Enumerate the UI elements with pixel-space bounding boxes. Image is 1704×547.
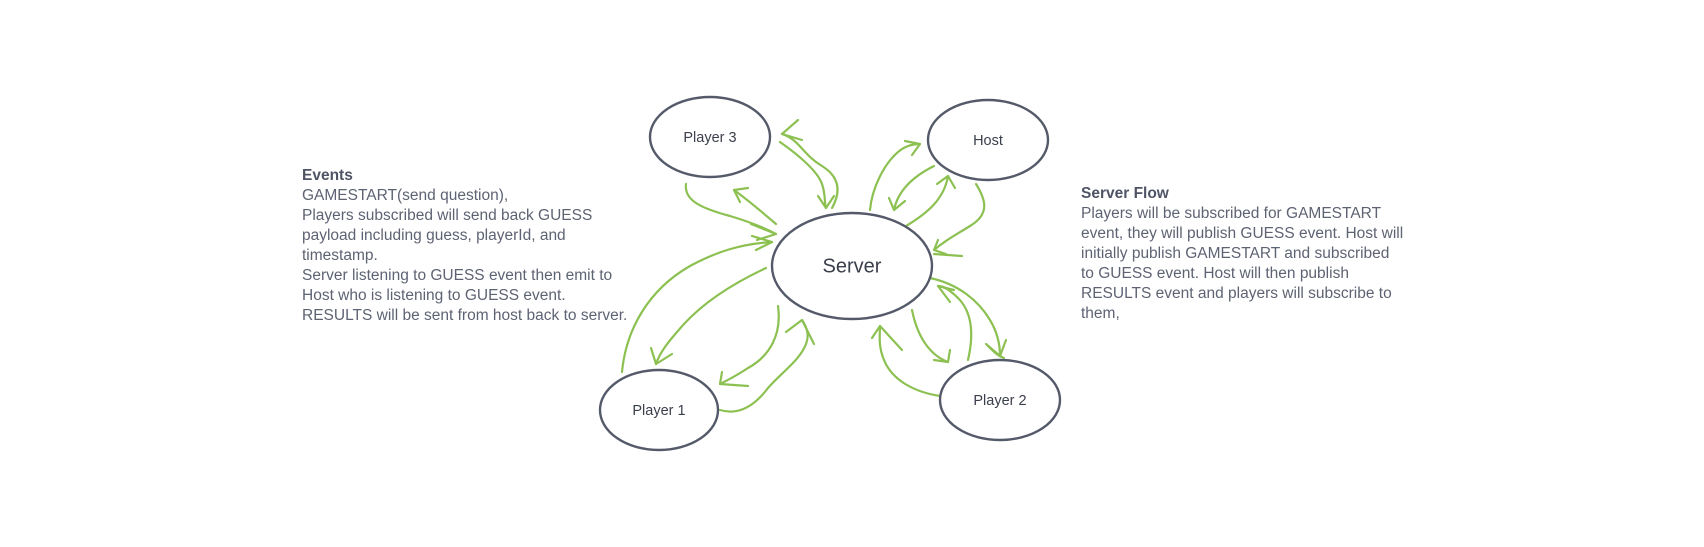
arrow-server-to-player1 (654, 266, 768, 366)
arrow-server-to-player2 (928, 276, 1002, 358)
node-labels: Server Player 3 Host Player 1 Player 2 (632, 130, 1026, 419)
arrowhead-server-to-host (903, 139, 922, 157)
arrowhead-server-to-player1-low (718, 370, 750, 388)
host-node (926, 98, 1050, 182)
events-line: Server listening to GUESS event then emi… (302, 267, 613, 284)
events-line: timestamp. (302, 247, 378, 264)
events-line: RESULTS will be sent from host back to s… (302, 307, 628, 324)
events-text-block: Events GAMESTART(send question), Players… (302, 166, 627, 326)
host-label: Host (973, 133, 1003, 149)
arrow-player2-extra (986, 344, 1006, 360)
arrowhead-player3-to-server-upper (816, 194, 836, 210)
arrow-player2-to-server-low (878, 324, 942, 398)
nodes (598, 95, 1062, 452)
arrows (620, 118, 1008, 413)
server-flow-line: RESULTS event and players will subscribe… (1081, 285, 1392, 302)
arrowhead-host-to-server (887, 196, 907, 212)
arrow-server-to-player1-low (718, 304, 780, 386)
server-flow-line: them, (1081, 305, 1120, 322)
arrow-server-to-player3 (732, 188, 778, 226)
server-flow-line: initially publish GAMESTART and subscrib… (1081, 245, 1390, 262)
arrowhead-server-to-player3 (732, 186, 750, 204)
arrow-server-to-player2-low (910, 308, 950, 364)
player3-node (648, 95, 772, 179)
events-title: Events (302, 167, 353, 184)
events-line: Host who is listening to GUESS event. (302, 287, 566, 304)
player1-node (598, 368, 720, 452)
player2-node (938, 358, 1062, 442)
arrowhead-host-to-server-right (932, 238, 948, 256)
arrow-player1-to-server (620, 240, 774, 374)
arrow-server-to-host (868, 142, 922, 212)
arrow-player2-to-server-mid (936, 284, 973, 362)
events-line: Players subscribed will send back GUESS (302, 207, 593, 224)
player3-label: Player 3 (683, 130, 736, 146)
arrowhead-server-to-player3-upper (780, 118, 804, 142)
arrowhead-player3-to-server (749, 222, 778, 242)
server-flow-line: event, they will publish GUESS event. Ho… (1081, 225, 1404, 242)
arrowhead-server-to-player1 (649, 346, 674, 366)
server-label: Server (823, 255, 882, 277)
arrow-player3-to-server (684, 182, 778, 236)
arrowhead-player2-to-server-mid (936, 284, 956, 304)
arrowhead-player1-to-server-low (784, 318, 816, 346)
player2-label: Player 2 (973, 393, 1026, 409)
player1-label: Player 1 (632, 403, 685, 419)
arrowhead-player1-to-server (750, 234, 774, 252)
arrow-server-to-player3-upper (780, 132, 839, 210)
events-line: GAMESTART(send question), (302, 187, 509, 204)
server-flow-title: Server Flow (1081, 185, 1169, 202)
arrow-player1-to-server-low (718, 318, 809, 413)
arrowhead-player2-to-server-low (870, 324, 904, 352)
events-line: payload including guess, playerId, and (302, 227, 566, 244)
arrowhead-server-to-player2-low (932, 348, 952, 364)
server-flow-line: Players will be subscribed for GAMESTART (1081, 205, 1382, 222)
arrow-host-to-server (892, 164, 936, 212)
server-node (770, 211, 934, 321)
server-flow-text-block: Server Flow Players will be subscribed f… (1081, 184, 1403, 324)
arrow-host-side (932, 252, 964, 258)
arrow-server-to-host-mid (904, 174, 950, 228)
arrow-player3-to-server-upper (778, 140, 828, 210)
arrowhead-server-to-host-mid (935, 174, 957, 190)
arrow-host-to-server-right (932, 182, 986, 252)
server-flow-line: to GUESS event. Host will then publish (1081, 265, 1349, 282)
